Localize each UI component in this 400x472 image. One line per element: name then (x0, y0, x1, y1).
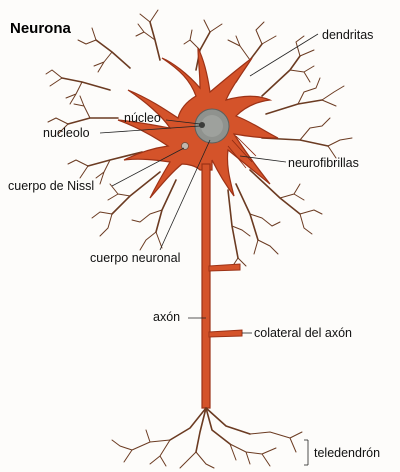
label-neurofibrillas: neurofibrillas (288, 156, 359, 170)
label-teledendron: teledendrón (314, 446, 380, 460)
label-cuerpo-nissl: cuerpo de Nissl (8, 179, 94, 193)
diagram-title: Neurona (10, 20, 72, 37)
nissl-body (181, 142, 189, 150)
label-colateral-axon: colateral del axón (254, 326, 352, 340)
label-cuerpo-neuronal: cuerpo neuronal (90, 251, 180, 265)
label-axon: axón (153, 310, 180, 324)
neurofibril-lines (227, 135, 257, 169)
leader-lines (99, 33, 319, 466)
telodendron (111, 407, 303, 469)
axon (201, 163, 243, 409)
nucleus (194, 108, 230, 144)
label-dendritas: dendritas (322, 28, 373, 42)
label-nucleo: núcleo (124, 111, 161, 125)
label-nucleolo: nucleolo (43, 126, 90, 140)
